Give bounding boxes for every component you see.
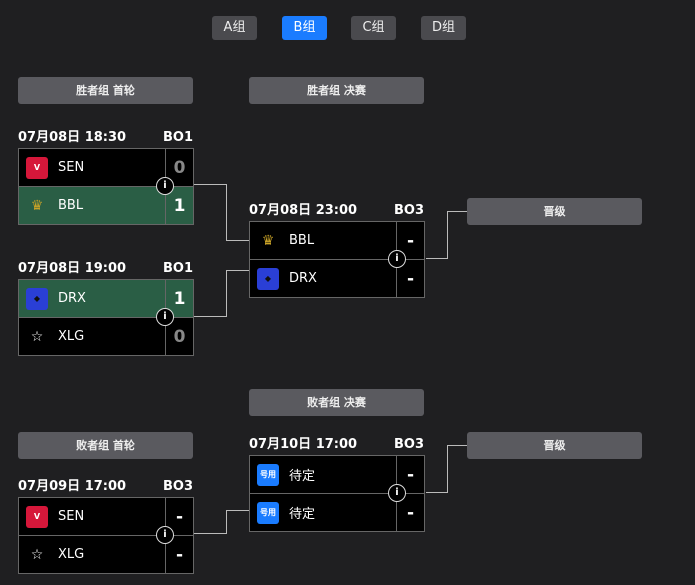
winners-final-header: 胜者组 决赛 bbox=[249, 77, 424, 104]
advance-label: 晋级 bbox=[467, 432, 642, 459]
xlg-logo-icon: ☆ bbox=[30, 328, 44, 345]
team-score: - bbox=[396, 456, 424, 493]
bbl-logo-icon: ♛ bbox=[30, 197, 44, 214]
team-name: BBL bbox=[289, 233, 315, 248]
best-of: BO3 bbox=[162, 479, 193, 494]
team-score: 0 bbox=[165, 318, 193, 355]
info-icon[interactable]: i bbox=[156, 177, 174, 195]
best-of: BO3 bbox=[393, 437, 424, 452]
placeholder-logo-icon: 号用 bbox=[257, 463, 279, 486]
team-score: 0 bbox=[165, 149, 193, 186]
team-score: - bbox=[396, 222, 424, 259]
best-of: BO3 bbox=[393, 203, 424, 218]
tab-d[interactable]: D组 bbox=[421, 16, 466, 40]
match-card[interactable]: ♛ BBL - ◆ DRX - bbox=[249, 221, 425, 298]
losers-final-header: 败者组 决赛 bbox=[249, 389, 424, 416]
bbl-logo-icon: ♛ bbox=[261, 232, 275, 249]
team-name: 待定 bbox=[289, 469, 316, 484]
tab-c[interactable]: C组 bbox=[351, 16, 396, 40]
advance-label: 晋级 bbox=[467, 198, 642, 225]
tab-a[interactable]: A组 bbox=[212, 16, 257, 40]
tab-b[interactable]: B组 bbox=[282, 16, 327, 40]
best-of: BO1 bbox=[162, 130, 193, 145]
team-name: XLG bbox=[58, 329, 85, 344]
drx-logo-icon: ◆ bbox=[26, 287, 48, 310]
team-name: XLG bbox=[58, 547, 85, 562]
info-icon[interactable]: i bbox=[156, 526, 174, 544]
team-score: 1 bbox=[165, 187, 193, 224]
winners-round1-header: 胜者组 首轮 bbox=[18, 77, 193, 104]
info-icon[interactable]: i bbox=[388, 484, 406, 502]
team-score: - bbox=[165, 536, 193, 573]
best-of: BO1 bbox=[162, 261, 193, 276]
info-icon[interactable]: i bbox=[388, 250, 406, 268]
team-name: DRX bbox=[289, 271, 317, 286]
sen-logo-icon: V bbox=[26, 505, 48, 528]
drx-logo-icon: ◆ bbox=[257, 267, 279, 290]
team-name: BBL bbox=[58, 198, 84, 213]
sen-logo-icon: V bbox=[26, 156, 48, 179]
team-score: - bbox=[165, 498, 193, 535]
team-name: SEN bbox=[58, 160, 85, 175]
team-score: 1 bbox=[165, 280, 193, 317]
placeholder-logo-icon: 号用 bbox=[257, 501, 279, 524]
team-score: - bbox=[396, 260, 424, 297]
losers-round1-header: 败者组 首轮 bbox=[18, 432, 193, 459]
team-name: 待定 bbox=[289, 507, 316, 522]
team-score: - bbox=[396, 494, 424, 531]
team-name: SEN bbox=[58, 509, 85, 524]
info-icon[interactable]: i bbox=[156, 308, 174, 326]
team-name: DRX bbox=[58, 291, 86, 306]
xlg-logo-icon: ☆ bbox=[30, 546, 44, 563]
